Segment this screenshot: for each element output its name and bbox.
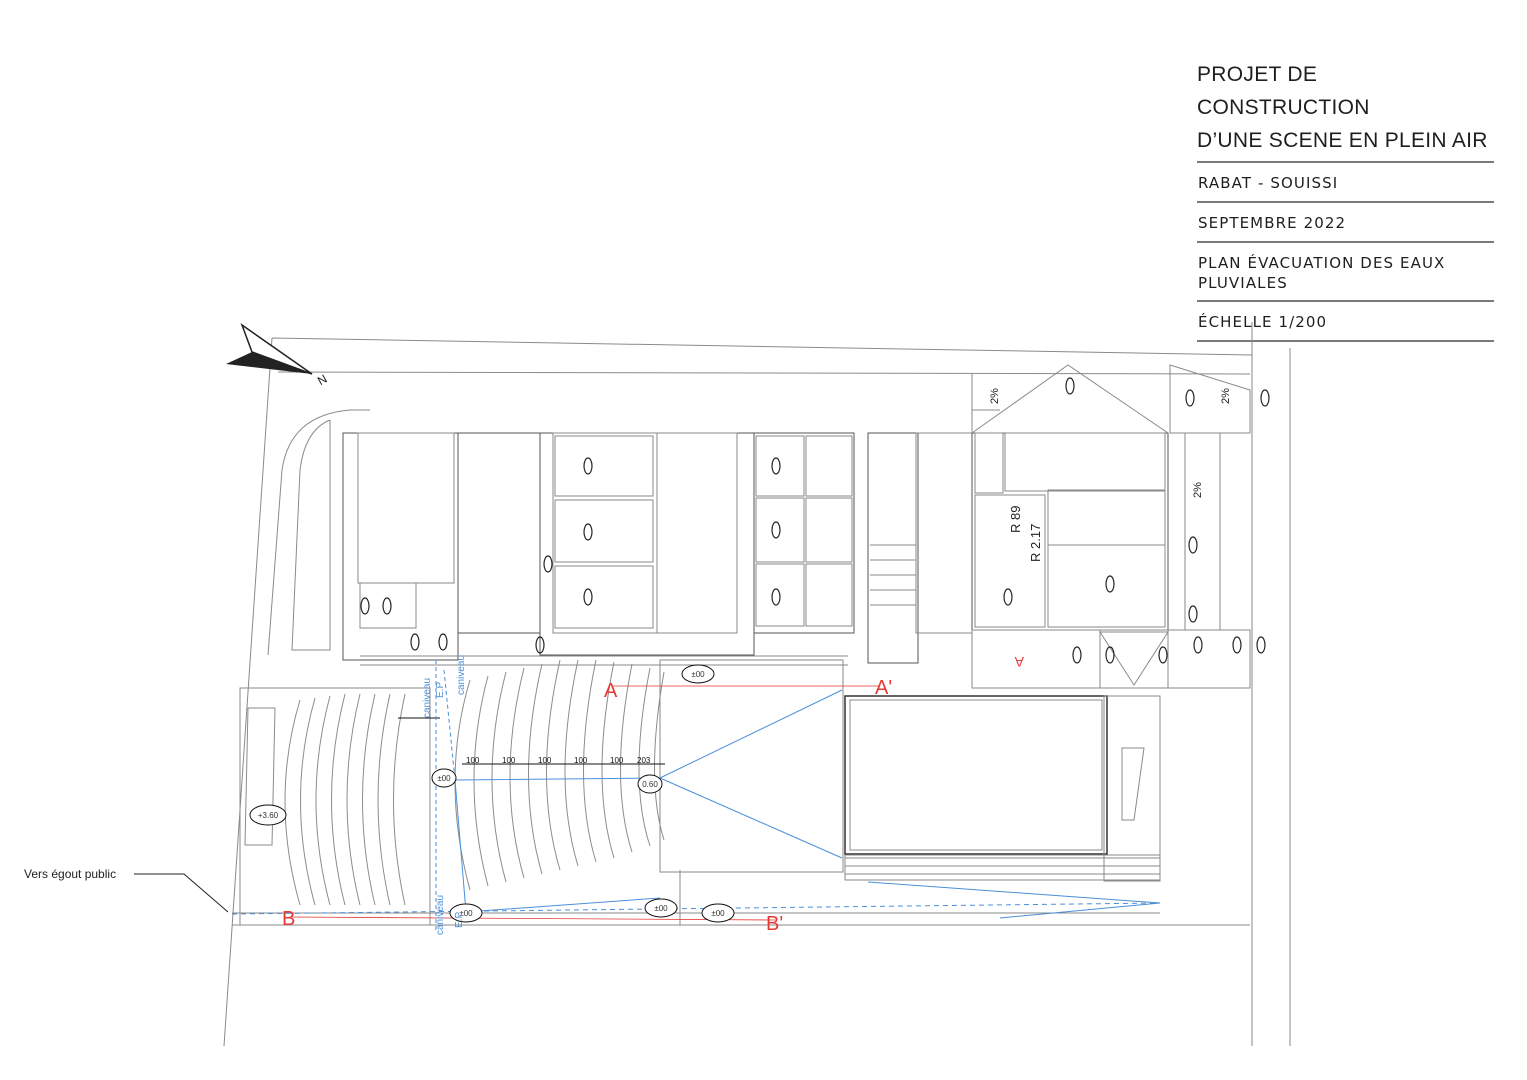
outlet-annotation: Vers égout public [24, 867, 229, 913]
project-title-line-1: PROJET DE CONSTRUCTION [1197, 63, 1370, 119]
section-b-label: B [282, 908, 295, 930]
section-lines [289, 685, 880, 921]
stage-building [844, 695, 1108, 855]
radius-label-2: R 2.17 [1028, 524, 1043, 562]
stage-floor [659, 659, 844, 873]
slope-label-1: 2% [989, 388, 1001, 404]
room-center [552, 432, 658, 634]
last-spacing-label: 203 [637, 756, 651, 765]
stair-core [867, 432, 919, 664]
section-a-prime-label: A' [875, 677, 892, 699]
drawing-name: PLAN ÉVACUATION DES EAUX PLUVIALES [1197, 243, 1494, 302]
rain-pipe-label-2: E.P [454, 912, 465, 928]
level-zero-north: ±00 [691, 670, 705, 679]
site-boundary [223, 322, 1291, 1047]
slope-label-2: 2% [1220, 388, 1232, 404]
rain-pipe-label-1: E.P [435, 682, 446, 698]
level-zero-west: ±00 [437, 774, 451, 783]
row-spacing-label: 100 [538, 756, 552, 765]
section-a-flipped-label: A [1014, 654, 1024, 670]
gutter-label-3: caniveau [435, 895, 446, 935]
slope-label-3: 2% [1192, 482, 1204, 498]
drain-lines [231, 660, 1161, 930]
terrace-west [239, 687, 431, 926]
seating-rows [284, 659, 665, 906]
level-markers [249, 664, 735, 923]
drawing-scale: ÉCHELLE 1/200 [1197, 302, 1494, 342]
title-block: PROJET DE CONSTRUCTION D’UNE SCENE EN PL… [1197, 58, 1494, 342]
hall-1 [457, 432, 541, 634]
drain-markers [360, 377, 1270, 664]
project-title-line-2: D’UNE SCENE EN PLEIN AIR [1197, 129, 1488, 152]
project-date: SEPTEMBRE 2022 [1197, 203, 1494, 243]
block-center [539, 432, 755, 656]
row-spacing-label: 100 [574, 756, 588, 765]
level-zero-south-2: ±00 [654, 904, 668, 913]
east-strip [1167, 629, 1251, 689]
north-arrow: N [226, 323, 330, 388]
wc-west [359, 582, 417, 629]
project-location: RABAT - SOUISSI [1197, 163, 1494, 203]
building-ne [971, 432, 1169, 631]
room-west [357, 432, 455, 584]
level-high: +3.60 [258, 811, 279, 820]
project-title: PROJET DE CONSTRUCTION D’UNE SCENE EN PL… [1197, 58, 1494, 163]
block-east [753, 432, 855, 634]
gutter-label-2: caniveau [456, 655, 467, 695]
row-spacing-label: 100 [502, 756, 516, 765]
north-letter: N [315, 372, 330, 388]
gutter-label-1: caniveau [422, 678, 433, 718]
hall-2 [656, 432, 738, 634]
level-stage: 0.60 [642, 780, 658, 789]
outlet-label: Vers égout public [24, 867, 116, 881]
row-spacing-label: 100 [466, 756, 480, 765]
section-b-prime-label: B' [766, 913, 783, 935]
level-zero-south-3: ±00 [711, 909, 725, 918]
access-road [267, 371, 1251, 656]
row-spacing-label: 100 [610, 756, 624, 765]
radius-label-1: R 89 [1008, 506, 1023, 533]
level-zero-south-1: ±00 [459, 909, 473, 918]
section-a-label: A [604, 680, 618, 702]
